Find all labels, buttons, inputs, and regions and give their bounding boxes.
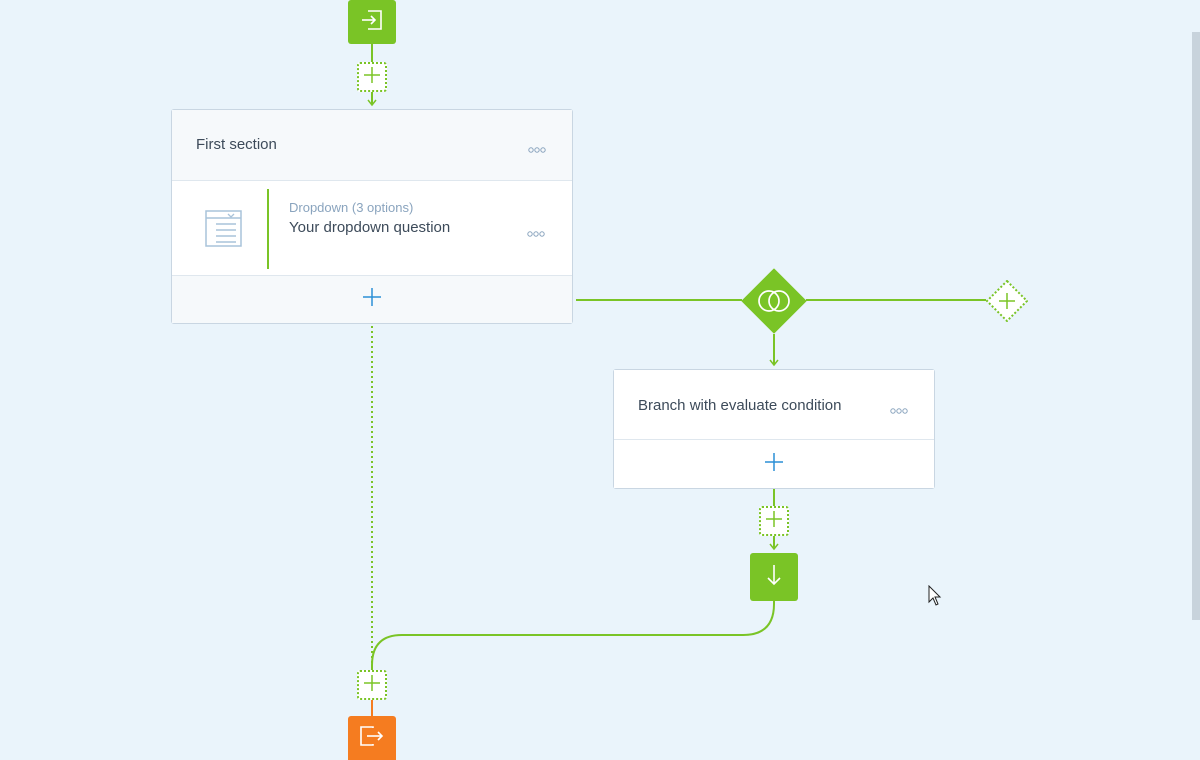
branch-card[interactable]: Branch with evaluate condition bbox=[613, 369, 935, 489]
add-branch-button[interactable] bbox=[985, 279, 1029, 323]
question-type-label: Dropdown (3 options) bbox=[289, 200, 414, 215]
more-dots-icon[interactable] bbox=[528, 141, 546, 153]
add-to-branch-button[interactable] bbox=[614, 439, 934, 488]
section-card[interactable]: First section Dropdown (3 options) Your … bbox=[171, 109, 573, 324]
start-block[interactable] bbox=[348, 0, 396, 44]
arrow-down-icon bbox=[764, 563, 784, 592]
plus-icon bbox=[364, 66, 380, 88]
add-step-button[interactable] bbox=[357, 670, 387, 700]
section-header: First section bbox=[172, 110, 572, 181]
sign-out-icon bbox=[358, 724, 386, 753]
dropdown-list-icon bbox=[205, 210, 243, 253]
add-step-button[interactable] bbox=[357, 62, 387, 92]
more-dots-icon[interactable] bbox=[527, 225, 545, 237]
add-step-button[interactable] bbox=[759, 506, 789, 536]
branch-header: Branch with evaluate condition bbox=[614, 370, 934, 441]
plus-icon bbox=[764, 452, 784, 477]
question-row[interactable]: Dropdown (3 options) Your dropdown quest… bbox=[172, 181, 572, 276]
branch-node[interactable] bbox=[741, 268, 807, 334]
jump-block[interactable] bbox=[750, 553, 798, 601]
end-block[interactable] bbox=[348, 716, 396, 760]
plus-icon bbox=[999, 293, 1015, 314]
branch-title: Branch with evaluate condition bbox=[638, 397, 842, 414]
question-accent-bar bbox=[267, 189, 269, 269]
add-question-button[interactable] bbox=[172, 275, 572, 323]
plus-icon bbox=[364, 674, 380, 696]
question-title: Your dropdown question bbox=[289, 219, 451, 236]
mouse-cursor-icon bbox=[928, 584, 942, 612]
sign-in-icon bbox=[359, 8, 385, 37]
plus-icon bbox=[362, 287, 382, 312]
section-title: First section bbox=[196, 136, 277, 153]
intersect-circles-icon bbox=[757, 289, 791, 318]
plus-icon bbox=[766, 510, 782, 532]
vertical-scrollbar[interactable] bbox=[1192, 32, 1200, 620]
more-dots-icon[interactable] bbox=[890, 402, 908, 414]
